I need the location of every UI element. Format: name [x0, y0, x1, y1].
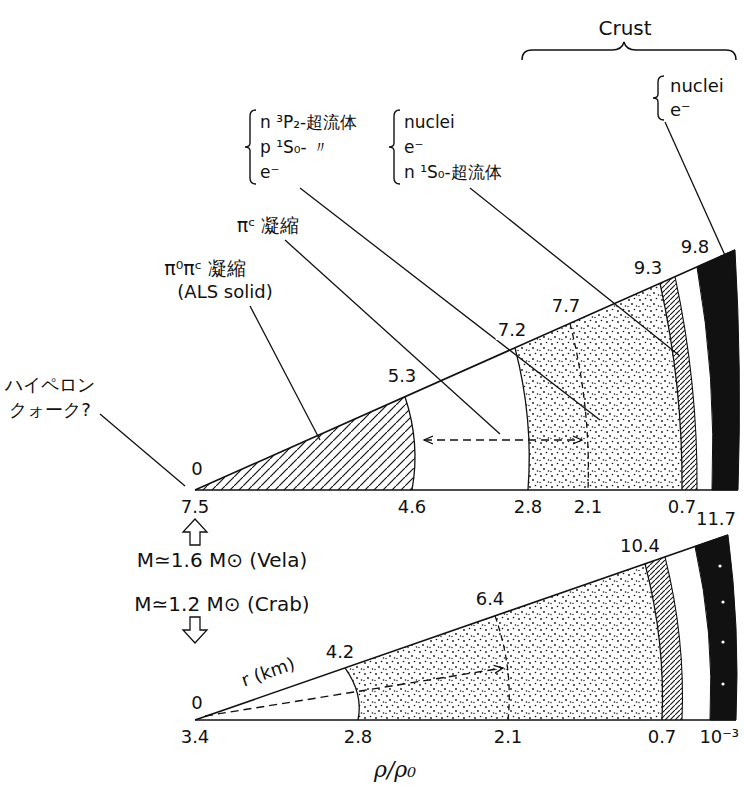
superfluid-region [345, 564, 663, 720]
composition-label: e⁻ [668, 100, 693, 120]
density-number: 0.7 [646, 727, 679, 747]
crust-dot [721, 682, 724, 685]
brace [245, 110, 256, 184]
density-number: 2.1 [492, 727, 525, 747]
wedge-edge [195, 489, 738, 491]
leader-line [100, 414, 185, 486]
composition-label: e⁻ [402, 138, 425, 157]
radius-number: 0 [189, 459, 204, 479]
boundary-arc [405, 397, 415, 490]
radius-number: 9.8 [679, 237, 712, 257]
down-arrow [183, 617, 207, 643]
crust-dot [718, 564, 721, 567]
radius-number: 7.2 [496, 320, 529, 340]
region-label: πᶜ 凝縮 [235, 215, 302, 236]
boundary-arc [645, 564, 663, 720]
up-arrow [183, 519, 207, 545]
inner-crust [645, 557, 683, 720]
density-number: 2.8 [342, 727, 375, 747]
radius-number: 6.4 [474, 589, 507, 609]
superfluid-region [515, 283, 682, 490]
mass-label: M≃1.2 M⊙ (Crab) [132, 593, 311, 615]
composition-label: n ¹S₀-超流体 [402, 163, 504, 182]
outer-crust [697, 250, 739, 490]
boundary-arc [515, 348, 529, 490]
composition-label: nuclei [668, 76, 726, 96]
crust-dot [721, 640, 724, 643]
outer-crust [695, 535, 737, 720]
density-number: 4.6 [396, 497, 429, 517]
radius-number: 7.7 [550, 296, 583, 316]
crust-bracket [522, 42, 736, 60]
leader-line [300, 188, 600, 420]
axis-label: r (km) [237, 653, 299, 691]
boundary-arc [675, 277, 697, 490]
radius-number: 10.4 [618, 536, 662, 556]
composition-label: nuclei [402, 113, 457, 132]
region-label: π⁰πᶜ 凝縮 [162, 258, 248, 279]
radius-number: 4.2 [324, 642, 357, 662]
section-title: Crust [596, 17, 653, 39]
composition-label: p ¹S₀- 〃 [258, 138, 331, 157]
boundary-arc [345, 668, 359, 720]
mass-label: M≃1.6 M⊙ (Vela) [135, 549, 309, 571]
wedge-edge [195, 719, 736, 721]
density-number: 2.1 [572, 497, 605, 517]
brace [653, 76, 664, 120]
brace [389, 110, 400, 184]
density-number: 2.8 [512, 497, 545, 517]
radius-number: 9.3 [632, 258, 665, 278]
boundary-arc [660, 283, 682, 490]
boundary-arc [665, 557, 683, 720]
density-number: 7.5 [179, 497, 212, 517]
region-label: クォーク? [7, 400, 93, 420]
density-number: 10⁻³ [697, 727, 741, 747]
wedge-edge [195, 250, 735, 490]
crust-dot [721, 600, 724, 603]
density-number: 3.4 [179, 727, 212, 747]
leader-line [250, 306, 320, 440]
composition-label: e⁻ [258, 163, 281, 182]
leader-line [470, 188, 680, 356]
region-label: (ALS solid) [175, 282, 274, 302]
radius-number: 5.3 [386, 366, 419, 386]
boundary-arc [570, 323, 588, 490]
radius-number: 0 [189, 693, 204, 713]
axis-label: ρ/ρ₀ [372, 758, 418, 782]
region-label: ハイペロン [3, 375, 97, 395]
leader-line [665, 122, 728, 262]
composition-label: n ³P₂-超流体 [258, 113, 359, 132]
inner-crust [660, 277, 697, 490]
radius-number: 11.7 [694, 509, 738, 529]
range-arrow [424, 439, 582, 440]
leader-line [285, 240, 500, 434]
